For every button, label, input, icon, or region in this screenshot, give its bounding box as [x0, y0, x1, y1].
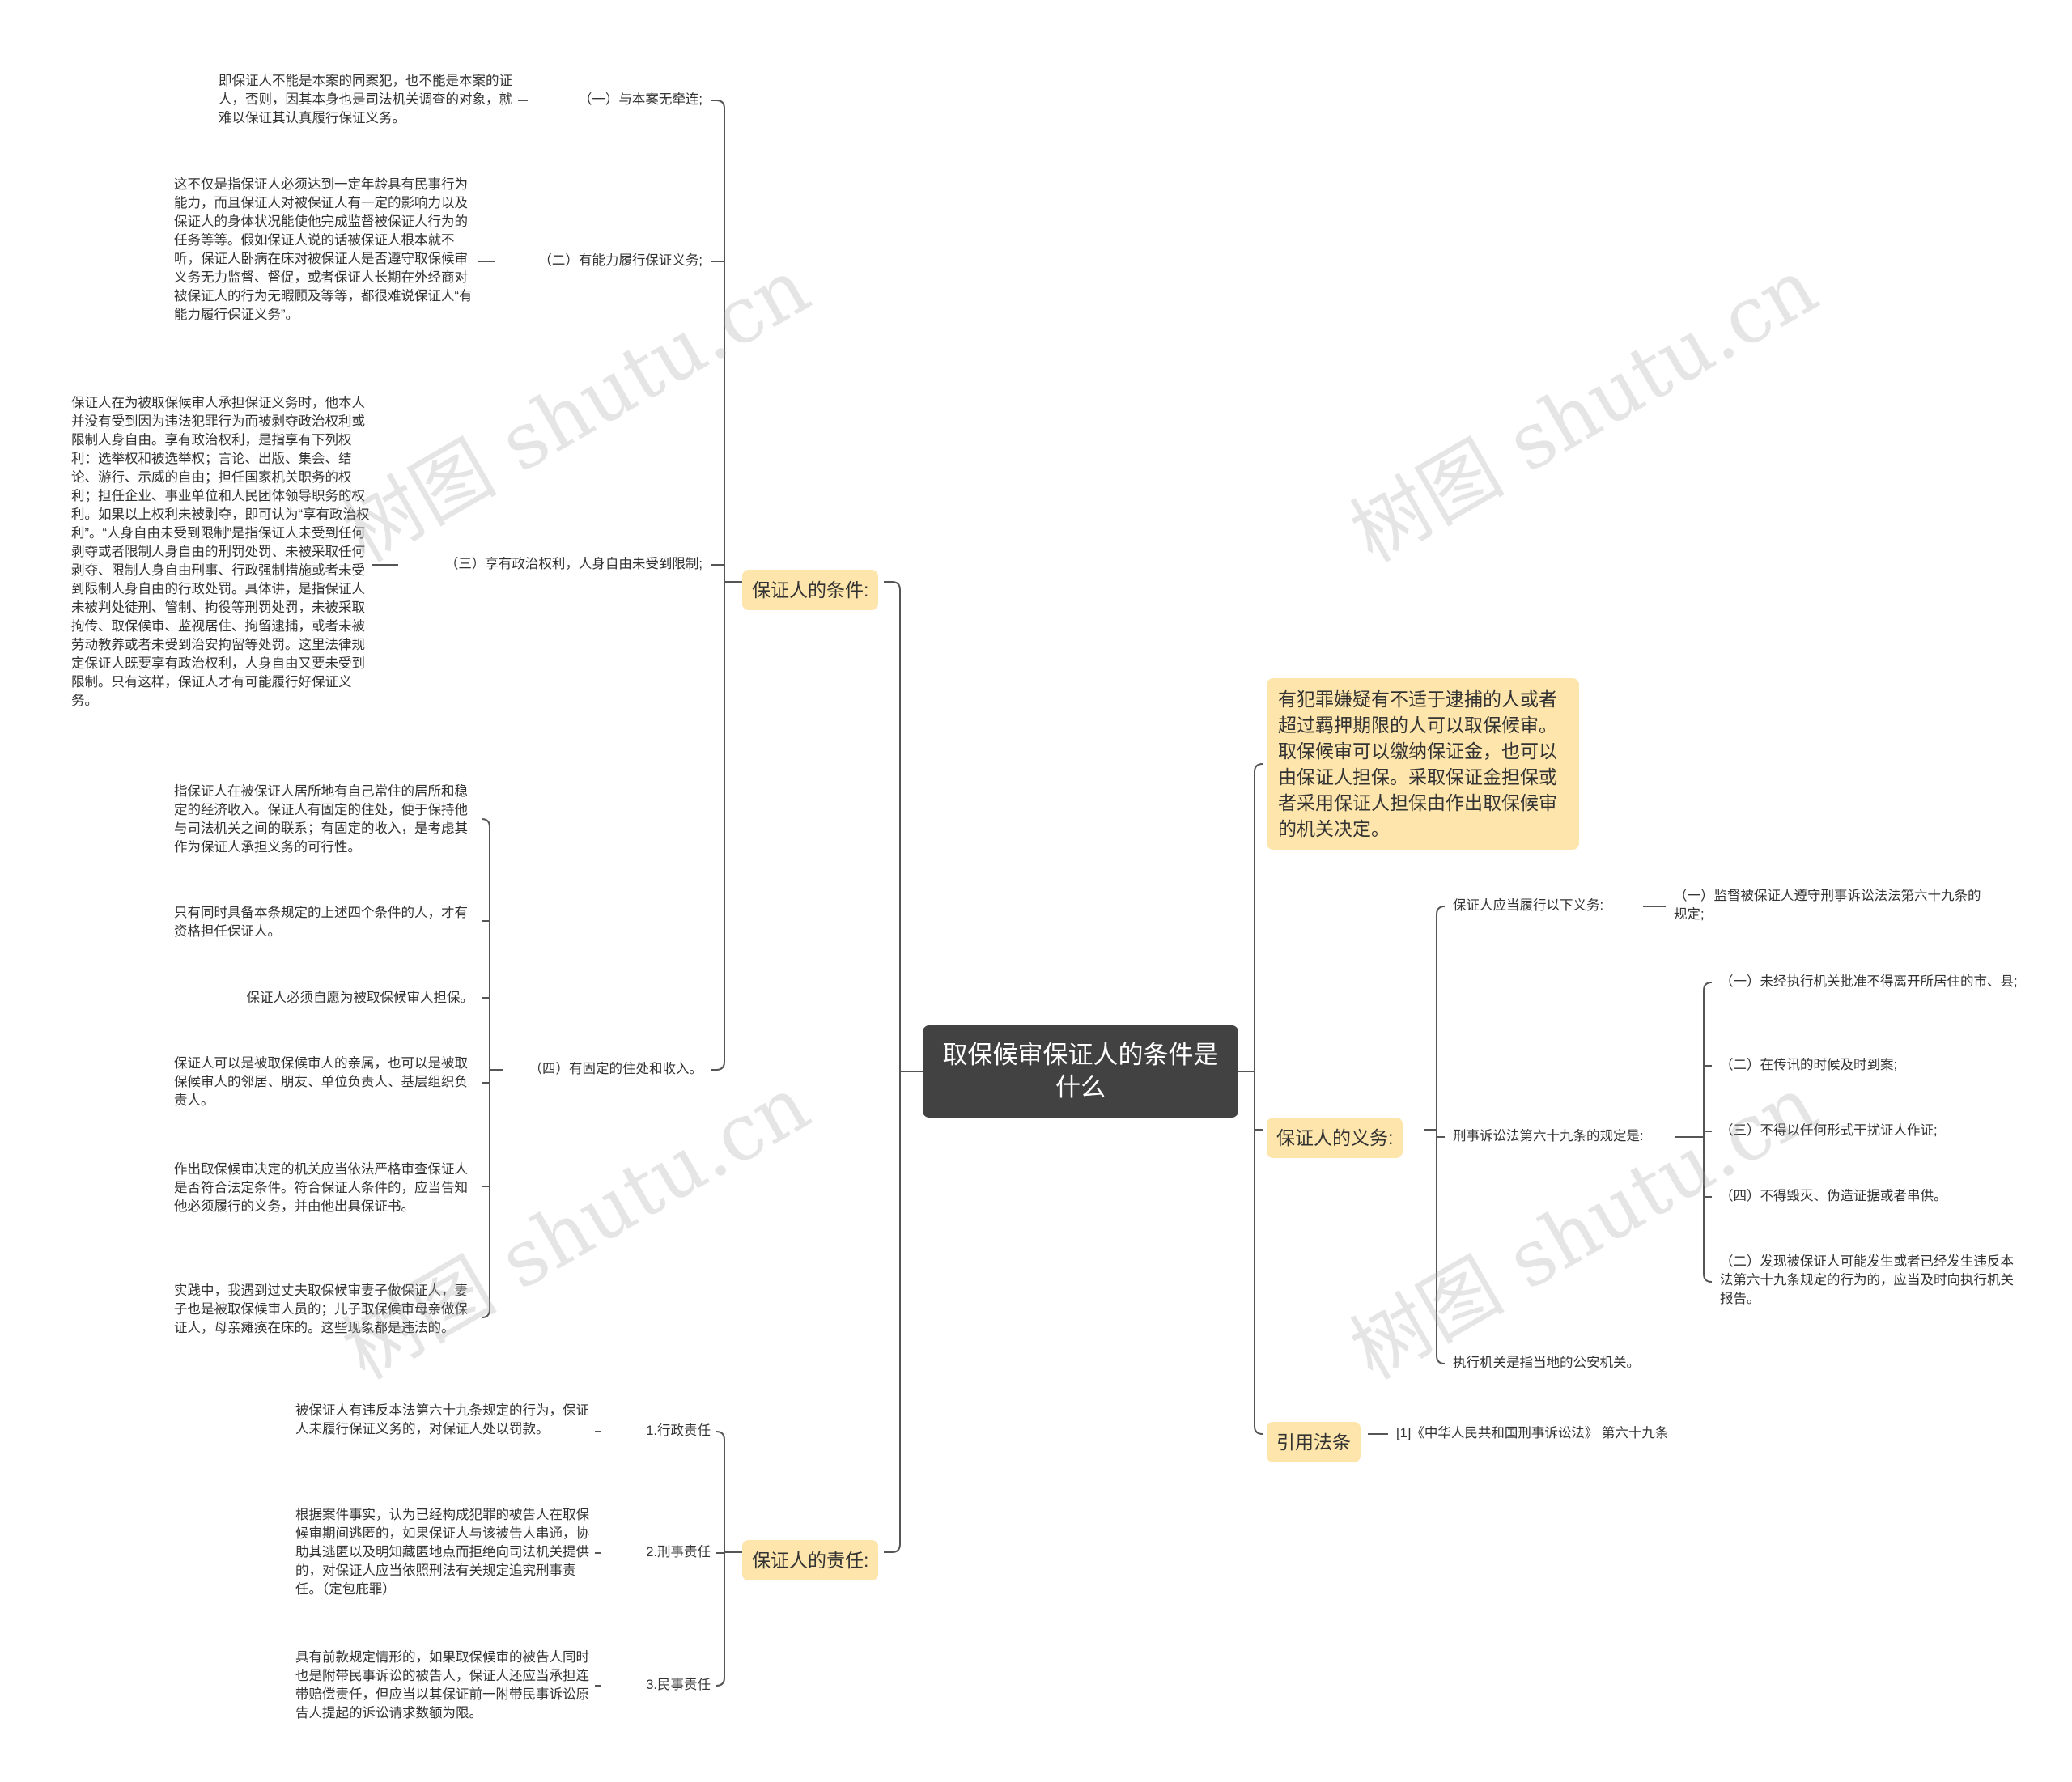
leaf-condition-4-detail-6[interactable]: 实践中，我遇到过丈夫取保候审妻子做保证人，妻子也是被取保候审人员的；儿子取保候审… [174, 1283, 468, 1335]
leaf-condition-4-detail-1[interactable]: 指保证人在被保证人居所地有自己常住的居所和稳定的经济收入。保证人有固定的住处，便… [174, 784, 468, 855]
leaf-article69-2[interactable]: （二）在传讯的时候及时到案; [1720, 1058, 1898, 1072]
connector-line [1436, 906, 1446, 915]
branch-law[interactable]: 引用法条 [1267, 1422, 1361, 1462]
summary-box[interactable]: 有犯罪嫌疑有不适于逮捕的人或者超过羁押期限的人可以取保候审。取保候审可以缴纳保证… [1267, 678, 1579, 850]
connector-line [481, 1309, 490, 1318]
connector-line [1254, 763, 1263, 773]
leaf-duty-1-label[interactable]: 保证人应当履行以下义务: [1453, 898, 1604, 913]
leaf-liability-3-label[interactable]: 3.民事责任 [646, 1678, 711, 1692]
leaf-condition-1-detail[interactable]: 即保证人不能是本案的同案犯，也不能是本案的证人，否则，因其本身也是司法机关调查的… [219, 74, 512, 125]
leaf-condition-3-detail[interactable]: 保证人在为被取保候审人承担保证义务时，他本人并没有受到因为违法犯罪行为而被剥夺政… [71, 396, 370, 708]
leaf-liability-3-detail[interactable]: 具有前款规定情形的，如果取保候审的被告人同时也是附带民事诉讼的被告人，保证人还应… [295, 1650, 589, 1720]
connector-line [715, 1677, 725, 1687]
connector-line [1703, 982, 1713, 991]
leaf-law-1[interactable]: [1]《中华人民共和国刑事诉讼法》 第六十九条 [1396, 1426, 1669, 1440]
leaf-condition-4-detail-5[interactable]: 作出取保候审决定的机关应当依法严格审查保证人是否符合法定条件。符合保证人条件的，… [174, 1162, 468, 1214]
leaf-condition-4-detail-3[interactable]: 保证人必须自愿为被取保候审人担保。 [246, 991, 474, 1005]
leaf-duty-3-label[interactable]: 执行机关是指当地的公安机关。 [1453, 1356, 1640, 1370]
leaf-article69-5[interactable]: （二）发现被保证人可能发生或者已经发生违反本法第六十九条规定的行为的，应当及时向… [1720, 1254, 2014, 1306]
leaf-article69-4[interactable]: （四）不得毁灭、伪造证据或者串供。 [1720, 1189, 1947, 1203]
leaf-condition-1-label[interactable]: （一）与本案无牵连; [578, 92, 703, 107]
connector-line [715, 1431, 725, 1440]
leaf-liability-2-label[interactable]: 2.刑事责任 [646, 1545, 711, 1559]
branch-liability[interactable]: 保证人的责任: [742, 1540, 879, 1580]
leaf-condition-2-detail[interactable]: 这不仅是指保证人必须达到一定年龄具有民事行为能力，而且保证人对被保证人有一定的影… [174, 177, 473, 322]
leaf-duty-1-detail[interactable]: （一）监督被保证人遵守刑事诉讼法法第六十九条的规定; [1674, 889, 1981, 922]
leaf-liability-1-label[interactable]: 1.行政责任 [646, 1423, 711, 1438]
leaf-duty-2-label[interactable]: 刑事诉讼法第六十九条的规定是: [1453, 1129, 1644, 1143]
connector-line [1436, 1355, 1446, 1364]
leaf-article69-3[interactable]: （三）不得以任何形式干扰证人作证; [1720, 1123, 1938, 1138]
connector-line [891, 581, 901, 591]
branch-conditions[interactable]: 保证人的条件: [742, 570, 879, 610]
leaf-condition-4-detail-2[interactable]: 只有同时具备本条规定的上述四个条件的人，才有资格担任保证人。 [174, 906, 468, 939]
connector-line [715, 100, 725, 109]
central-topic[interactable]: 取保候审保证人的条件是什么 [923, 1025, 1238, 1118]
connector-line [715, 1061, 725, 1071]
leaf-condition-4-detail-4[interactable]: 保证人可以是被取保候审人的亲属，也可以是被取保候审人的邻居、朋友、单位负责人、基… [174, 1056, 468, 1108]
leaf-condition-4-label[interactable]: （四）有固定的住处和收入。 [529, 1062, 703, 1076]
connector-line [1703, 1273, 1713, 1283]
leaf-condition-2-label[interactable]: （二）有能力履行保证义务; [538, 253, 703, 268]
connector-line [1254, 1425, 1263, 1435]
connector-line [891, 1543, 901, 1553]
leaf-condition-3-label[interactable]: （三）享有政治权利，人身自由未受到限制; [444, 557, 703, 571]
branch-duties[interactable]: 保证人的义务: [1267, 1118, 1403, 1158]
leaf-liability-1-detail[interactable]: 被保证人有违反本法第六十九条规定的行为，保证人未履行保证义务的，对保证人处以罚款… [295, 1403, 589, 1436]
leaf-article69-1[interactable]: （一）未经执行机关批准不得离开所居住的市、县; [1720, 974, 2018, 989]
leaf-liability-2-detail[interactable]: 根据案件事实，认为已经构成犯罪的被告人在取保候审期间逃匿的，如果保证人与该被告人… [295, 1508, 589, 1597]
connector-line [481, 818, 490, 828]
